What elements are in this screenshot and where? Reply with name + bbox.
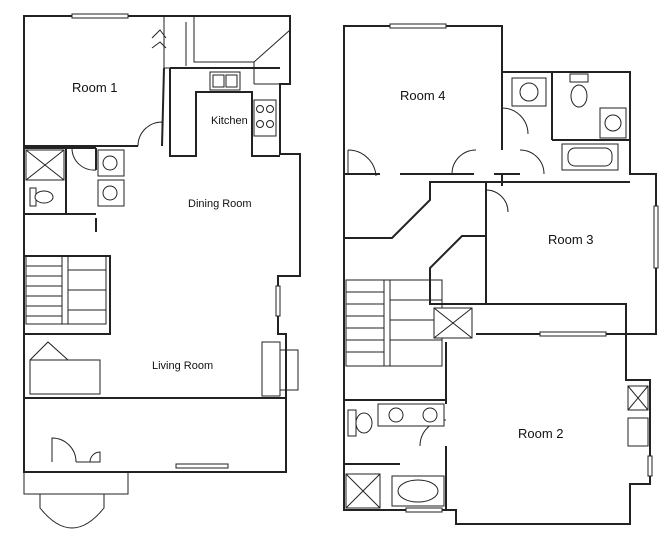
label-living-room: Living Room (152, 360, 213, 372)
coat-closet (29, 341, 101, 395)
corner-closet (193, 16, 291, 63)
label-room3: Room 3 (548, 232, 594, 247)
entry-porch (23, 472, 129, 529)
toilet-icon (569, 73, 589, 83)
label-dining-room: Dining Room (188, 198, 252, 210)
window (405, 507, 443, 513)
label-room2: Room 2 (518, 426, 564, 441)
label-kitchen: Kitchen (211, 115, 248, 127)
closet-door (151, 29, 167, 49)
room4-door (347, 149, 377, 177)
hall-wall (344, 181, 487, 305)
ground-stair (25, 255, 107, 325)
upper-floor-plan (343, 23, 659, 525)
sink-icon (599, 107, 627, 139)
tub-icon (391, 475, 445, 507)
toilet-icon (347, 409, 357, 437)
window (71, 13, 129, 19)
upper-stair (345, 279, 443, 367)
room3-wall (486, 181, 630, 334)
kitchen-sink-icon (209, 71, 241, 91)
label-room1: Room 1 (72, 80, 118, 95)
sink-icon (97, 149, 125, 177)
kitchen-wall (169, 67, 280, 157)
entry-door (51, 437, 101, 463)
window (539, 331, 607, 337)
sink-icon (511, 77, 547, 107)
sink-icon-2 (97, 179, 125, 207)
upper-outer-wall (343, 25, 657, 525)
window (653, 205, 659, 269)
ground-bath-wall (24, 147, 97, 215)
vanity-icon (377, 403, 445, 427)
room1-door (137, 121, 163, 147)
fireplace (261, 341, 299, 397)
window (389, 23, 447, 29)
label-room4: Room 4 (400, 88, 446, 103)
window (175, 463, 229, 469)
stove-icon (253, 99, 277, 137)
window (275, 285, 281, 317)
ground-floor-plan (23, 13, 301, 529)
window (647, 455, 653, 477)
